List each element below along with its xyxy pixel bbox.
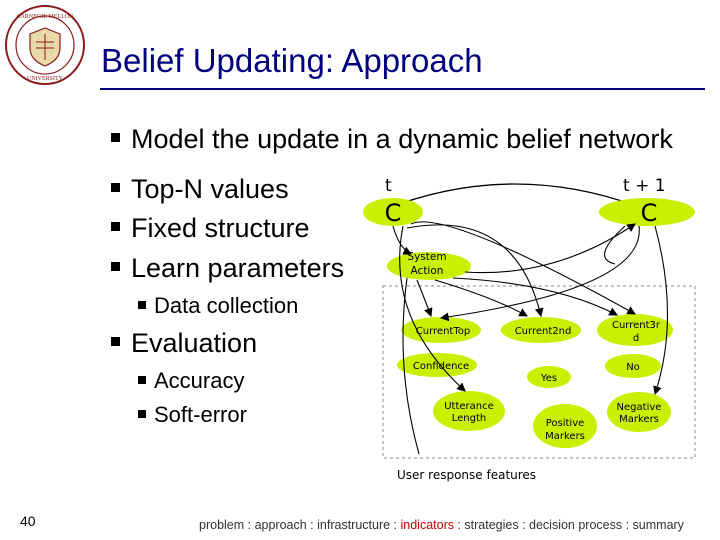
negative-markers-label-1: Negative	[617, 402, 662, 413]
time-slice-box	[382, 285, 696, 459]
bullet-soft-error: Soft-error	[138, 402, 247, 428]
section-nav: problem : approach : infrastructure : in…	[199, 518, 684, 532]
bullet-evaluation-text: Evaluation	[131, 328, 258, 358]
current-2nd-label: Current2nd	[515, 326, 572, 337]
bullet-fixed-text: Fixed structure	[131, 213, 310, 243]
no-label: No	[626, 362, 640, 373]
c-right-label: C	[641, 199, 658, 227]
bullet-square-icon	[138, 376, 146, 385]
system-action-label-2: Action	[411, 265, 444, 277]
title-underline	[100, 88, 705, 90]
temporal-edge	[382, 183, 649, 212]
positive-markers-node	[533, 404, 597, 448]
current-2nd-node	[501, 317, 581, 343]
t-label: t	[385, 176, 392, 196]
bullet-square-icon	[111, 222, 120, 232]
diagram-caption: User response features	[397, 468, 536, 482]
bullet-square-icon	[111, 133, 120, 143]
bullet-square-icon	[111, 337, 120, 347]
bullet-topn: Top-N values	[111, 174, 289, 205]
nav-current-section: indicators	[400, 518, 454, 532]
current-3rd-label-2: d	[633, 333, 639, 344]
no-node	[605, 354, 661, 378]
university-seal-icon: CARNEGIE MELLON UNIVERSITY	[5, 5, 85, 85]
utterance-length-label-2: Length	[452, 413, 487, 424]
system-action-node	[387, 252, 471, 280]
confidence-node	[397, 353, 477, 377]
bullet-square-icon	[111, 262, 120, 272]
bullet-data-collection: Data collection	[138, 293, 298, 319]
c-left-label: C	[385, 199, 402, 227]
bullet-learn: Learn parameters	[111, 253, 344, 284]
seal-lettering: CARNEGIE MELLON	[17, 14, 74, 20]
bullet-learn-text: Learn parameters	[131, 253, 345, 283]
bullet-square-icon	[111, 183, 120, 193]
negative-markers-label-2: Markers	[619, 414, 659, 425]
negative-markers-node	[607, 392, 671, 432]
bullet-data-collection-text: Data collection	[154, 293, 299, 318]
bullet-evaluation: Evaluation	[111, 328, 257, 359]
current-3rd-node	[597, 314, 673, 346]
network-edges	[392, 221, 669, 455]
c-node-t1	[599, 198, 695, 226]
yes-label: Yes	[540, 373, 557, 384]
current-3rd-label-1: Current3r	[612, 320, 661, 331]
bullet-model-text: Model the update in a dynamic belief net…	[131, 124, 673, 154]
bullet-square-icon	[138, 410, 146, 419]
bullet-accuracy-text: Accuracy	[154, 368, 245, 393]
positive-markers-label-1: Positive	[546, 418, 585, 429]
nav-after: : strategies : decision process : summar…	[453, 518, 684, 532]
slide-title: Belief Updating: Approach	[101, 42, 483, 79]
belief-network-diagram: C C t t + 1 System Action CurrentTop Cur…	[363, 176, 696, 482]
c-node-t	[363, 198, 423, 226]
utterance-length-node	[433, 391, 505, 431]
yes-node	[527, 366, 571, 388]
bullet-accuracy: Accuracy	[138, 368, 244, 394]
bullet-square-icon	[138, 301, 146, 310]
bullet-soft-error-text: Soft-error	[154, 402, 247, 427]
nav-before: problem : approach : infrastructure :	[199, 518, 401, 532]
t1-label: t + 1	[623, 176, 666, 196]
utterance-length-label-1: Utterance	[444, 401, 494, 412]
current-top-label: CurrentTop	[416, 326, 470, 337]
bullet-topn-text: Top-N values	[131, 174, 289, 204]
bullet-model: Model the update in a dynamic belief net…	[111, 124, 673, 155]
system-action-label-1: System	[407, 251, 446, 263]
bullet-fixed: Fixed structure	[111, 213, 310, 244]
page-number: 40	[20, 513, 36, 529]
positive-markers-label-2: Markers	[545, 431, 585, 442]
svg-text:UNIVERSITY: UNIVERSITY	[27, 76, 64, 82]
